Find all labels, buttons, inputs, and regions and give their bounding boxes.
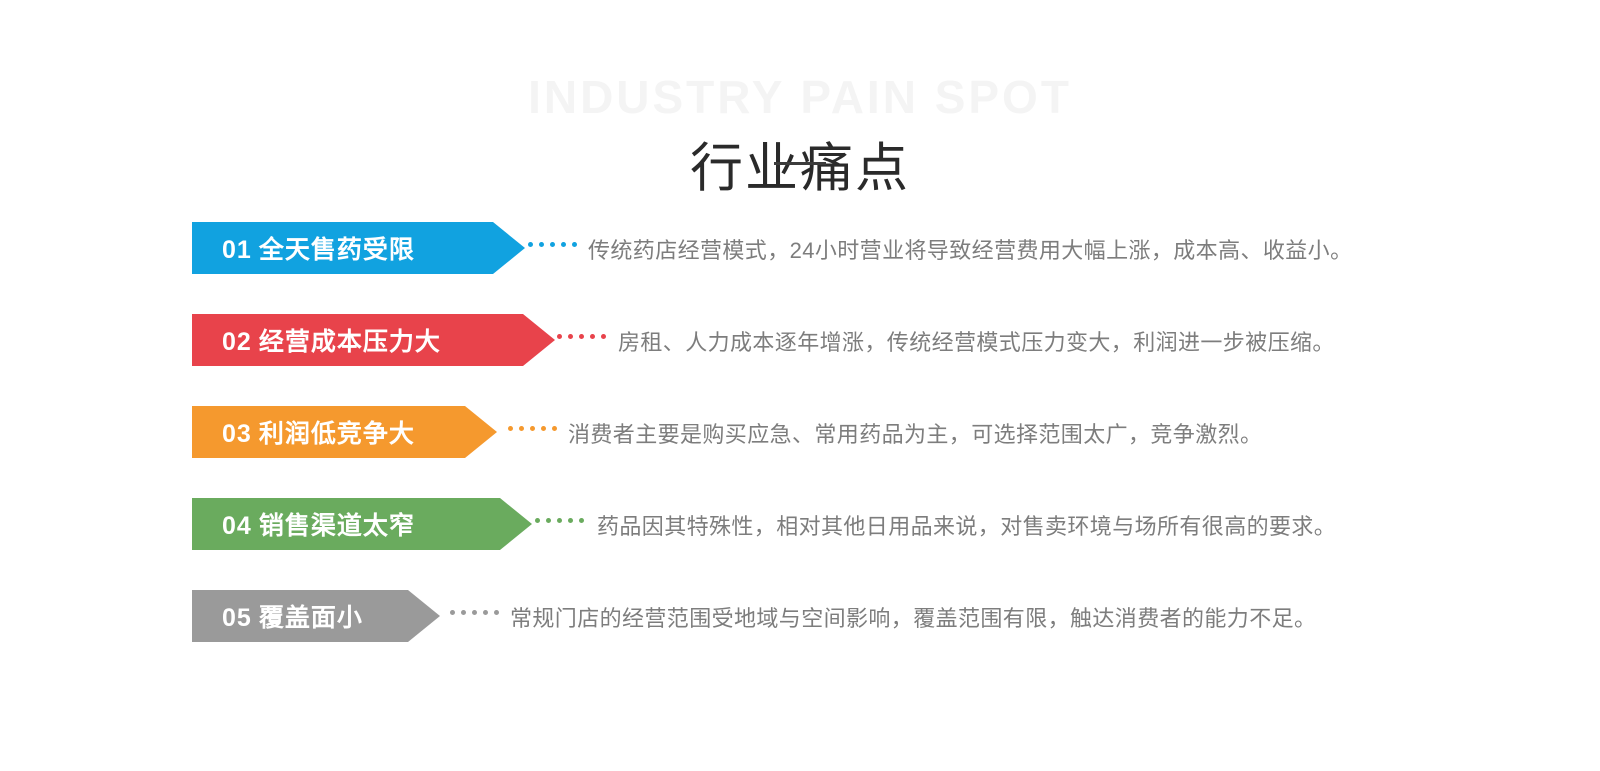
pain-point-description-04: 药品因其特殊性，相对其他日用品来说，对售卖环境与场所有很高的要求。: [597, 514, 1337, 539]
connector-dot: [450, 610, 455, 615]
connector-dot: [472, 610, 477, 615]
connector-dot: [508, 426, 513, 431]
connector-dot: [568, 518, 573, 523]
connector-dot: [461, 610, 466, 615]
banner-title-02: 经营成本压力大: [258, 328, 441, 356]
connector-dot: [483, 610, 488, 615]
banner-title-05: 覆盖面小: [258, 604, 363, 632]
banner-number-03: 03: [222, 420, 252, 448]
connector-dot: [579, 334, 584, 339]
connector-dot: [590, 334, 595, 339]
page-title: 行业痛点: [690, 138, 910, 198]
pain-point-description-03: 消费者主要是购买应急、常用药品为主，可选择范围太广，竞争激烈。: [568, 422, 1263, 447]
connector-dot: [561, 242, 566, 247]
banner-number-04: 04: [222, 512, 252, 540]
pain-point-description-02: 房租、人力成本逐年增涨，传统经营模式压力变大，利润进一步被压缩。: [618, 330, 1335, 355]
connector-dot: [550, 242, 555, 247]
dotted-connector-02: [557, 334, 606, 339]
slide-header: INDUSTRY PAIN SPOT 行业痛点: [0, 0, 1600, 200]
banner-number-01: 01: [222, 236, 252, 264]
watermark-text: INDUSTRY PAIN SPOT: [528, 71, 1072, 123]
connector-dot: [557, 518, 562, 523]
connector-dot: [519, 426, 524, 431]
banner-number-05: 05: [222, 604, 252, 632]
connector-dot: [530, 426, 535, 431]
pain-point-description-01: 传统药店经营模式，24小时营业将导致经营费用大幅上涨，成本高、收益小。: [588, 238, 1353, 263]
connector-dot: [572, 242, 577, 247]
connector-dot: [552, 426, 557, 431]
connector-dot: [557, 334, 562, 339]
dotted-connector-05: [450, 610, 499, 615]
connector-dot: [579, 518, 584, 523]
banner-title-04: 销售渠道太窄: [258, 512, 415, 540]
dotted-connector-01: [528, 242, 577, 247]
pain-point-description-05: 常规门店的经营范围受地域与空间影响，覆盖范围有限，触达消费者的能力不足。: [510, 606, 1317, 631]
connector-dot: [541, 426, 546, 431]
connector-dot: [539, 242, 544, 247]
connector-dot: [546, 518, 551, 523]
connector-dot: [601, 334, 606, 339]
banner-title-03: 利润低竞争大: [258, 420, 415, 448]
connector-dot: [494, 610, 499, 615]
dotted-connector-03: [508, 426, 557, 431]
dotted-connector-04: [535, 518, 584, 523]
title-underline-rule: [774, 162, 826, 165]
banner-number-02: 02: [222, 328, 252, 356]
connector-dot: [568, 334, 573, 339]
banner-title-01: 全天售药受限: [258, 236, 415, 264]
connector-dot: [528, 242, 533, 247]
connector-dot: [535, 518, 540, 523]
